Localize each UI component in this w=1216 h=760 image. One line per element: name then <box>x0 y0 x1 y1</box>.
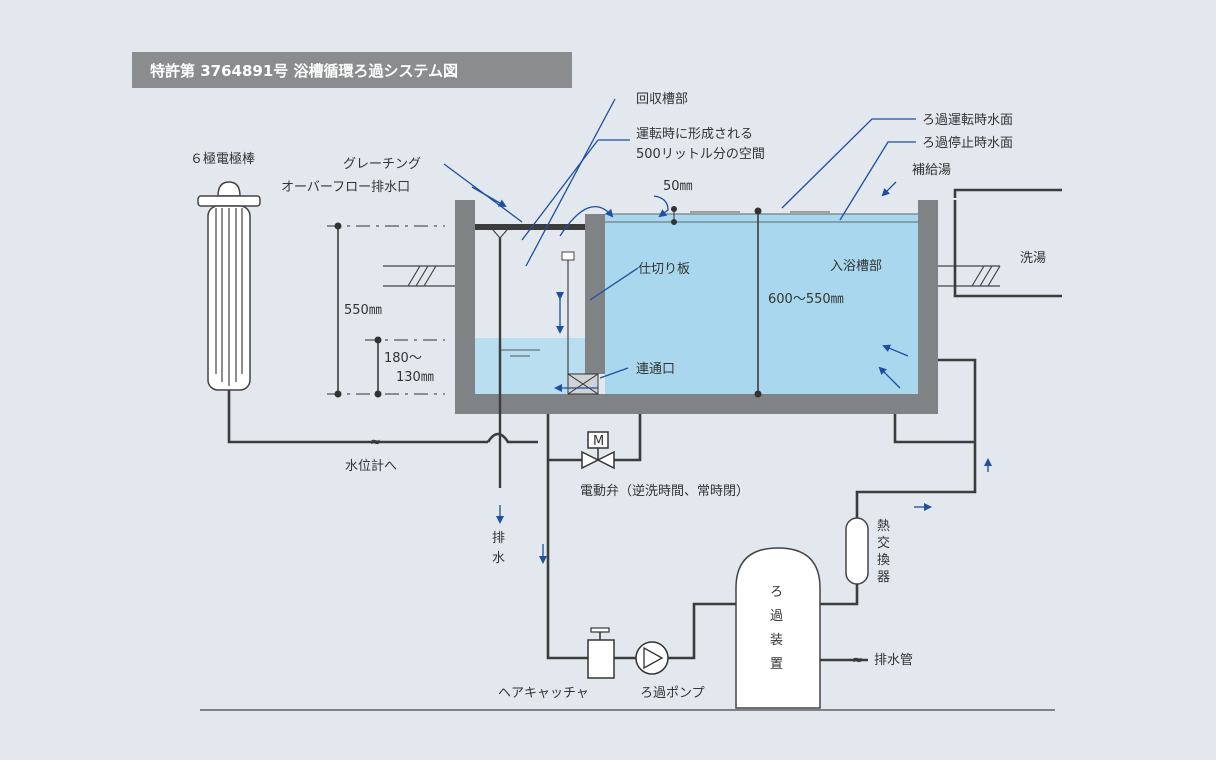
label-water-level-run: ろ過運転時水面 <box>922 113 1013 128</box>
label-wash-hot: 洗湯 <box>1020 251 1046 266</box>
supply-arrow-icon <box>881 181 897 197</box>
label-space-1: 運転時に形成される <box>636 127 753 142</box>
label-filter-3: 置 <box>770 657 783 672</box>
label-filter-0: ろ <box>770 585 783 600</box>
label-filter-pump: ろ過ポンプ <box>640 686 705 701</box>
label-filter-2: 装 <box>770 633 783 648</box>
motor-valve-icon <box>581 431 615 470</box>
filter-device-icon <box>735 547 821 709</box>
label-recovery-tank: 回収槽部 <box>636 92 688 107</box>
hair-catcher-icon <box>587 627 615 679</box>
diagram-title: 特許第 3764891号 浴槽循環ろ過システム図 <box>150 62 458 80</box>
svg-text:≈: ≈ <box>852 653 863 668</box>
label-depth-600: 600～550㎜ <box>768 292 844 307</box>
level-meter-pipe-crossing <box>486 432 538 444</box>
level-meter-pipe <box>227 390 488 444</box>
label-gap-50: 50㎜ <box>663 179 693 194</box>
label-grating: グレーチング <box>343 157 421 172</box>
partition-plate <box>585 214 605 374</box>
heat-exchanger-icon <box>845 517 869 585</box>
bath-water <box>605 214 918 394</box>
supply-hot-pipe <box>953 188 1062 198</box>
inflow-arrow-icon <box>882 344 909 357</box>
label-overflow: オーバーフロー排水口 <box>281 180 410 195</box>
recovery-water <box>475 338 585 394</box>
label-to-level-meter: 水位計へ <box>345 458 397 474</box>
inflow-arrow-icon-2 <box>878 366 901 389</box>
electrode-rod-icon <box>197 181 261 391</box>
filter-pump-icon <box>635 641 669 675</box>
label-heat-exchanger-0: 熱 <box>877 519 890 534</box>
label-space-2: 500リットル分の空間 <box>636 147 765 162</box>
label-motor-valve: 電動弁（逆洗時間、常時閉） <box>580 483 749 499</box>
label-supply-hot: 補給湯 <box>912 163 951 178</box>
label-partition: 仕切り板 <box>638 262 690 277</box>
svg-text:≈: ≈ <box>370 435 381 450</box>
wash-pipe <box>953 200 1062 298</box>
label-drain-pipe: 排水管 <box>874 653 913 668</box>
label-heat-exchanger-3: 器 <box>877 570 890 585</box>
title-band <box>132 52 572 88</box>
label-dim-550: 550㎜ <box>344 303 382 318</box>
label-bath-tank: 入浴槽部 <box>830 259 882 274</box>
label-motor-m: M <box>593 434 604 449</box>
label-electrode: ６極電極棒 <box>190 151 255 167</box>
label-heat-exchanger-1: 交 <box>877 535 890 551</box>
label-dim-130: 130㎜ <box>396 370 434 385</box>
label-dim-180: 180～ <box>384 351 422 366</box>
return-pipe <box>855 358 977 518</box>
pump-outlet-pipe <box>668 602 736 660</box>
label-water-level-stop: ろ過停止時水面 <box>922 135 1013 151</box>
suction-pipe <box>546 414 588 660</box>
label-hair-catcher: ヘアキャッチャ <box>498 686 589 701</box>
overflow-arrow-icon <box>559 206 614 237</box>
gap-arrow-icon <box>653 195 669 218</box>
label-connection: 連通口 <box>636 362 675 377</box>
grating-bar <box>475 224 585 230</box>
connection-opening-icon <box>567 373 599 395</box>
label-filter-1: 過 <box>770 609 783 624</box>
label-drain-1: 排 <box>492 531 505 546</box>
label-drain-2: 水 <box>492 551 505 566</box>
label-heat-exchanger-2: 換 <box>877 553 890 568</box>
